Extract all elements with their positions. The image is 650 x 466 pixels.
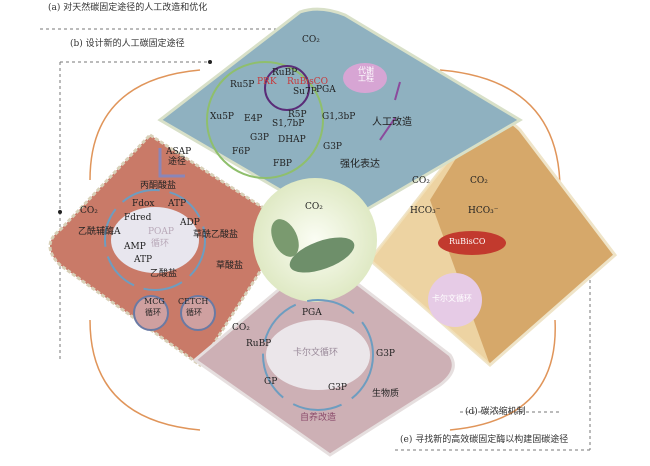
right-calvin-label: 卡尔文循环 (432, 294, 472, 303)
center-cell-circle (253, 178, 377, 302)
top-g13bp: G1,3bP (322, 112, 356, 122)
asap-pathway-label: 途径 (168, 157, 187, 167)
top-prk: PRK (257, 77, 277, 87)
pyruvate-label: 丙酮酸盐 (140, 181, 177, 191)
right-hco3-a: HCO₃⁻ (410, 206, 441, 216)
caption-b: (b) 设计新的人工碳固定途径 (70, 39, 185, 49)
top-s17bp: S1,7bP (272, 119, 305, 129)
top-r5p: R5P (288, 110, 307, 120)
left-atp-2: ATP (134, 255, 153, 265)
bottom-pga: PGA (302, 308, 322, 318)
adp-label: ADP (180, 218, 200, 228)
right-hco3-b: HCO₃⁻ (468, 206, 499, 216)
artificial-modification-label: 人工改造 (372, 117, 412, 128)
top-e4p: E4P (244, 114, 263, 124)
bottom-g3p-2: G3P (328, 383, 347, 393)
top-rubisco: RuBisCO (287, 77, 328, 87)
center-co2: CO₂ (305, 202, 323, 212)
poap-label: POAP (148, 227, 174, 237)
bottom-co2: CO₂ (232, 323, 250, 333)
bottom-g3p-1: G3P (376, 349, 395, 359)
bacterium-icon (289, 237, 355, 273)
fd-ox-label: Fdox (132, 199, 155, 209)
top-dhap: DHAP (278, 135, 306, 145)
asap-label: ASAP (166, 147, 192, 157)
top-ru5p: Ru5P (230, 80, 255, 90)
right-co2-b: CO₂ (470, 176, 488, 186)
top-su7p: Su7P (293, 87, 317, 97)
top-g3p-a: G3P (250, 133, 269, 143)
mcg-cycle-label: 循环 (145, 308, 161, 317)
bottom-rubp: RuBP (246, 339, 272, 349)
metabolic-engineering-label: 代谢工程 (358, 66, 374, 83)
rubisco-badge (438, 231, 506, 255)
mcg-label: MCG (144, 297, 165, 306)
top-rubp: RuBP (272, 68, 298, 78)
biomass-label: 生物质 (372, 389, 400, 399)
acetate-label: 乙酸盐 (150, 269, 178, 279)
top-g3p-b: G3P (323, 142, 342, 152)
bacterium-icon-2 (271, 219, 299, 257)
top-f6p: F6P (232, 147, 251, 157)
amp-label: AMP (124, 242, 146, 252)
fd-red-label: Fdred (124, 213, 152, 223)
top-fbp: FBP (273, 159, 292, 169)
left-co2: CO₂ (80, 206, 98, 216)
calvin-circle-right (428, 273, 482, 327)
caption-e: (e) 寻找新的高效碳固定酶以构建固碳途径 (400, 435, 569, 445)
right-co2-a: CO₂ (412, 176, 430, 186)
bottom-calvin-label: 卡尔文循环 (293, 348, 339, 358)
cetch-cycle-label: 循环 (186, 308, 202, 317)
bottom-gp: GP (264, 377, 278, 387)
autotrophic-modification-label: 自养改造 (300, 413, 337, 423)
left-atp-1: ATP (168, 199, 187, 209)
top-pga: PGA (316, 85, 336, 95)
right-rubisco-label: RuBisCO (449, 237, 486, 246)
top-xu5p: Xu5P (210, 112, 234, 122)
poap-cycle-label: 循环 (151, 239, 170, 249)
caption-a: (a) 对天然碳固定途径的人工改造和优化 (48, 3, 208, 13)
top-co2: CO₂ (302, 35, 320, 45)
cetch-label: CETCH (178, 297, 209, 306)
metabolic-engineering-blob (343, 63, 387, 93)
oxalate-label: 草酸盐 (216, 261, 244, 271)
acetyl-coa-label: 乙酰辅酶A (78, 227, 121, 237)
enhanced-expression-label: 强化表达 (340, 159, 380, 170)
oxaloacetate-label: 草酰乙酸盐 (193, 230, 239, 240)
caption-d: (d) 碳浓缩机制 (465, 407, 526, 417)
